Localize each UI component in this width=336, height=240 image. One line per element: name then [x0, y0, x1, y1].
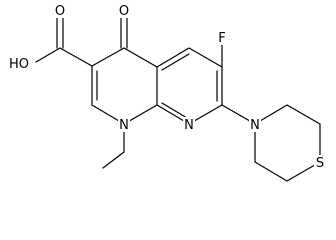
fluorine-atom: F — [216, 30, 228, 46]
bond-n8-c8a-inner — [161, 102, 188, 119]
thio-sulfur-label: S — [316, 156, 324, 171]
bond-c3-cacid — [59, 47, 93, 67]
bond-c3-c4 — [91, 47, 125, 67]
morpholine-nitrogen: N — [249, 117, 261, 133]
bond-ch2-ch3 — [102, 151, 125, 169]
hydroxyl-group: HO — [6, 56, 32, 72]
atom-label-layer: HO O O F N N N S — [6, 3, 326, 171]
acid-carbonyl-oxygen: O — [54, 3, 66, 19]
thio-sulfur: S — [314, 155, 326, 171]
ring-nitrogen-1: N — [118, 117, 130, 133]
bond-c4a-c5-inner — [161, 53, 190, 71]
hydroxyl-label: HO — [9, 57, 29, 72]
ring-nitrogen-8: N — [183, 117, 195, 133]
molecule-structure: HO O O F N N N S — [6, 3, 326, 182]
ring-nitrogen-8-label: N — [184, 118, 194, 133]
bond-cacid-oh — [35, 47, 61, 63]
morpholine-nitrogen-label: N — [250, 118, 260, 133]
ring-nitrogen-1-label: N — [119, 118, 129, 133]
fluorine-label: F — [218, 31, 225, 46]
acid-carbonyl-oxygen-label: O — [55, 4, 65, 19]
ketone-oxygen: O — [118, 3, 130, 19]
bond-layer — [35, 17, 321, 182]
bond-c4a-c5 — [156, 47, 190, 68]
bond-cc-cd — [254, 161, 288, 182]
bond-c5-c6 — [188, 47, 223, 68]
ketone-oxygen-label: O — [119, 4, 129, 19]
bond-ca-cb — [286, 104, 321, 125]
bond-c4-c4a — [123, 47, 158, 68]
